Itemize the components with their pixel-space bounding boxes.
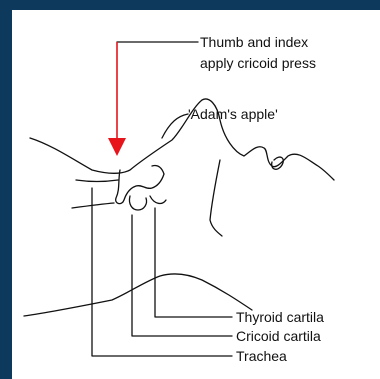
adams-apple-leader-line (162, 114, 188, 138)
label-thumb-line2: apply cricoid press (200, 55, 316, 71)
thyroid-leader-line (155, 208, 232, 317)
chest-contour (24, 274, 252, 316)
cricoid-cartilage-sketch (129, 196, 146, 210)
jaw-curve (210, 160, 222, 236)
thyroid-cartilage-sketch (116, 165, 164, 203)
label-thumb-line1: Thumb and index (200, 34, 308, 50)
left-outline-upper (76, 180, 118, 182)
cartilage-detail (150, 196, 166, 203)
diagram-panel: Thumb and index apply cricoid press 'Ada… (12, 10, 380, 379)
label-trachea: Trachea (236, 348, 287, 364)
cricoid-pressure-arrowhead (108, 138, 126, 156)
neck-upper-contour (30, 99, 334, 180)
label-adams-apple: 'Adam's apple' (188, 106, 278, 122)
label-thyroid-cartilage: Thyroid cartila (236, 309, 324, 325)
neck-anatomy-drawing (12, 10, 380, 379)
left-outline-lower (72, 203, 114, 208)
label-cricoid-cartilage: Cricoid cartila (236, 328, 321, 344)
cricoid-leader-line (132, 215, 232, 336)
